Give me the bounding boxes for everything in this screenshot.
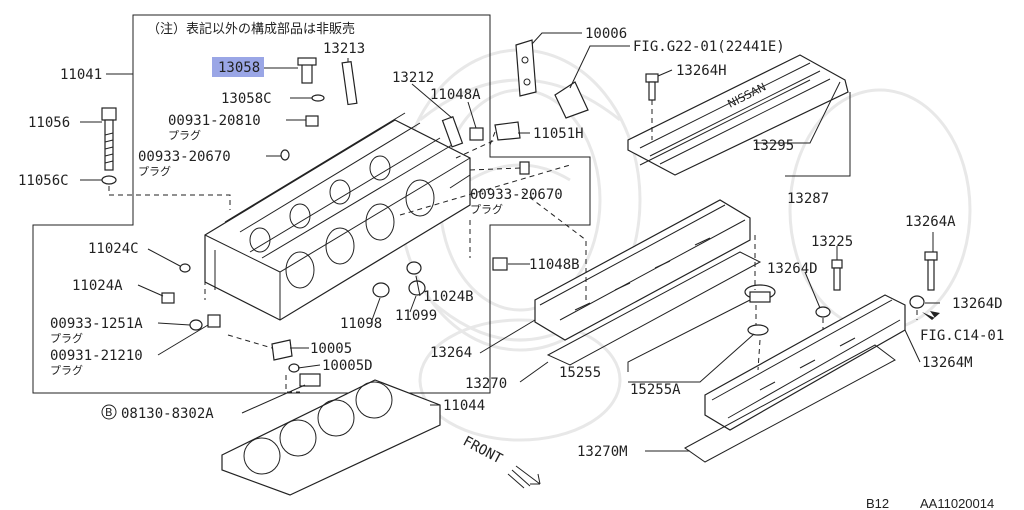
part-label-13270[interactable]: 13270 <box>465 376 507 392</box>
part-label-15255[interactable]: 15255 <box>559 365 601 381</box>
part-label-13212[interactable]: 13212 <box>392 70 434 86</box>
part-label-13264d-right[interactable]: 13264D <box>952 296 1003 312</box>
part-label-11044[interactable]: 11044 <box>443 398 485 414</box>
bolt-08130-8302a[interactable] <box>299 373 321 387</box>
rocker-cover-13264m[interactable] <box>704 294 906 431</box>
part-label-00933-1251a[interactable]: 00933-1251A <box>50 316 143 332</box>
head-bolt-11056[interactable] <box>101 107 117 171</box>
part-label-15255a[interactable]: 15255A <box>630 382 681 398</box>
bracket-10006[interactable] <box>515 39 537 97</box>
dowel-10005[interactable] <box>271 339 293 361</box>
footer-page: B12 <box>866 496 889 510</box>
plug-00931-21210[interactable] <box>207 314 221 328</box>
front-arrow <box>507 465 541 489</box>
part-label-00931-20810[interactable]: 00931-20810 <box>168 113 261 129</box>
plug-caption-00931-20810: プラグ <box>168 128 201 142</box>
gasket-13270m[interactable] <box>684 344 896 463</box>
part-label-11056c[interactable]: 11056C <box>18 173 69 189</box>
plug-caption-00933-20670-b: プラグ <box>470 202 503 216</box>
highlight-13058 <box>212 57 264 77</box>
part-label-11024c[interactable]: 11024C <box>88 241 139 257</box>
head-group-frame <box>32 14 591 394</box>
plug-caption-00933-20670-a: プラグ <box>138 164 171 178</box>
part-label-11051h[interactable]: 11051H <box>533 126 584 142</box>
b-symbol <box>101 404 117 420</box>
leader-lines <box>80 32 940 452</box>
rocker-cover-13264[interactable] <box>534 199 751 341</box>
sleeve-13213[interactable] <box>341 60 358 106</box>
alignment-lines <box>108 100 918 393</box>
note-text: （注）表記以外の構成部品は非販売 <box>147 21 355 37</box>
part-label-08130-8302a[interactable]: 08130-8302A <box>121 406 214 422</box>
plug-11024a[interactable] <box>161 292 175 304</box>
part-label-10006[interactable]: 10006 <box>585 26 627 42</box>
b-symbol-letter: B <box>105 406 113 419</box>
part-label-13287[interactable]: 13287 <box>787 191 829 207</box>
plug-11024b[interactable] <box>406 261 422 275</box>
part-label-13264a[interactable]: 13264A <box>905 214 956 230</box>
washer-13058c[interactable] <box>311 94 325 102</box>
plug-caption-00931-21210: プラグ <box>50 363 83 377</box>
part-label-13213[interactable]: 13213 <box>323 41 365 57</box>
part-label-00931-21210[interactable]: 00931-21210 <box>50 348 143 364</box>
part-label-13270m[interactable]: 13270M <box>577 444 628 460</box>
head-bolt-washer-11056c[interactable] <box>101 175 117 185</box>
part-label-10005d[interactable]: 10005D <box>322 358 373 374</box>
bolt-13225[interactable] <box>831 259 843 291</box>
fig-ref-g22-01[interactable]: FIG.G22-01(22441E) <box>633 39 785 55</box>
part-labels: 13058 13213 13058C 13212 11048A 11041 11… <box>18 26 1004 468</box>
part-label-11098[interactable]: 11098 <box>340 316 382 332</box>
gasket-13270[interactable] <box>546 251 762 366</box>
part-label-10005[interactable]: 10005 <box>310 341 352 357</box>
plug-00933-1251a[interactable] <box>189 319 203 331</box>
plug-11098[interactable] <box>372 282 390 298</box>
bolt-13264a[interactable] <box>924 251 938 291</box>
head-gasket-11044[interactable] <box>221 379 441 496</box>
oil-cap-15255[interactable] <box>744 284 776 303</box>
part-label-13264[interactable]: 13264 <box>430 345 472 361</box>
fig-ref-c14-01[interactable]: FIG.C14-01 <box>920 328 1004 344</box>
stud-11048b[interactable] <box>492 257 508 271</box>
stud-11048a[interactable] <box>469 127 484 141</box>
part-label-13225[interactable]: 13225 <box>811 234 853 250</box>
bracket-11051h[interactable] <box>494 121 521 141</box>
part-label-11024a[interactable]: 11024A <box>72 278 123 294</box>
fig-c14-arrow <box>922 311 940 320</box>
bolt-13264h[interactable] <box>645 73 659 101</box>
part-label-13058c[interactable]: 13058C <box>221 91 272 107</box>
tube-13212[interactable] <box>441 116 464 148</box>
plug-11024c[interactable] <box>179 263 191 273</box>
bracket-fig-g22[interactable] <box>554 81 589 119</box>
grommet-13264d-right[interactable] <box>909 295 925 309</box>
part-label-00933-20670-a[interactable]: 00933-20670 <box>138 149 231 165</box>
plug-caption-00933-1251a: プラグ <box>50 331 83 345</box>
part-label-11041[interactable]: 11041 <box>60 67 102 83</box>
footer-diagram-id: AA11020014 <box>920 496 994 510</box>
part-label-11024b[interactable]: 11024B <box>423 289 474 305</box>
part-label-11099[interactable]: 11099 <box>395 308 437 324</box>
dowel-10005d[interactable] <box>288 363 300 373</box>
part-label-13264d-left[interactable]: 13264D <box>767 261 818 277</box>
part-label-00933-20670-b[interactable]: 00933-20670 <box>470 187 563 203</box>
part-label-13295[interactable]: 13295 <box>752 138 794 154</box>
part-label-11048a[interactable]: 11048A <box>430 87 481 103</box>
part-label-13264m[interactable]: 13264M <box>922 355 973 371</box>
plug-00931-20810[interactable] <box>305 115 319 127</box>
ornament-cover-13287[interactable]: NISSAN <box>627 54 849 176</box>
part-label-11048b[interactable]: 11048B <box>529 257 580 273</box>
grommet-13264d-left[interactable] <box>815 306 831 318</box>
part-label-13264h[interactable]: 13264H <box>676 63 727 79</box>
plug-00933-20670-right[interactable] <box>519 161 530 175</box>
part-label-13058[interactable]: 13058 <box>218 60 260 76</box>
part-label-11056[interactable]: 11056 <box>28 115 70 131</box>
valve-guide-bolt[interactable] <box>297 57 317 84</box>
plug-00933-20670-small[interactable] <box>280 149 290 161</box>
